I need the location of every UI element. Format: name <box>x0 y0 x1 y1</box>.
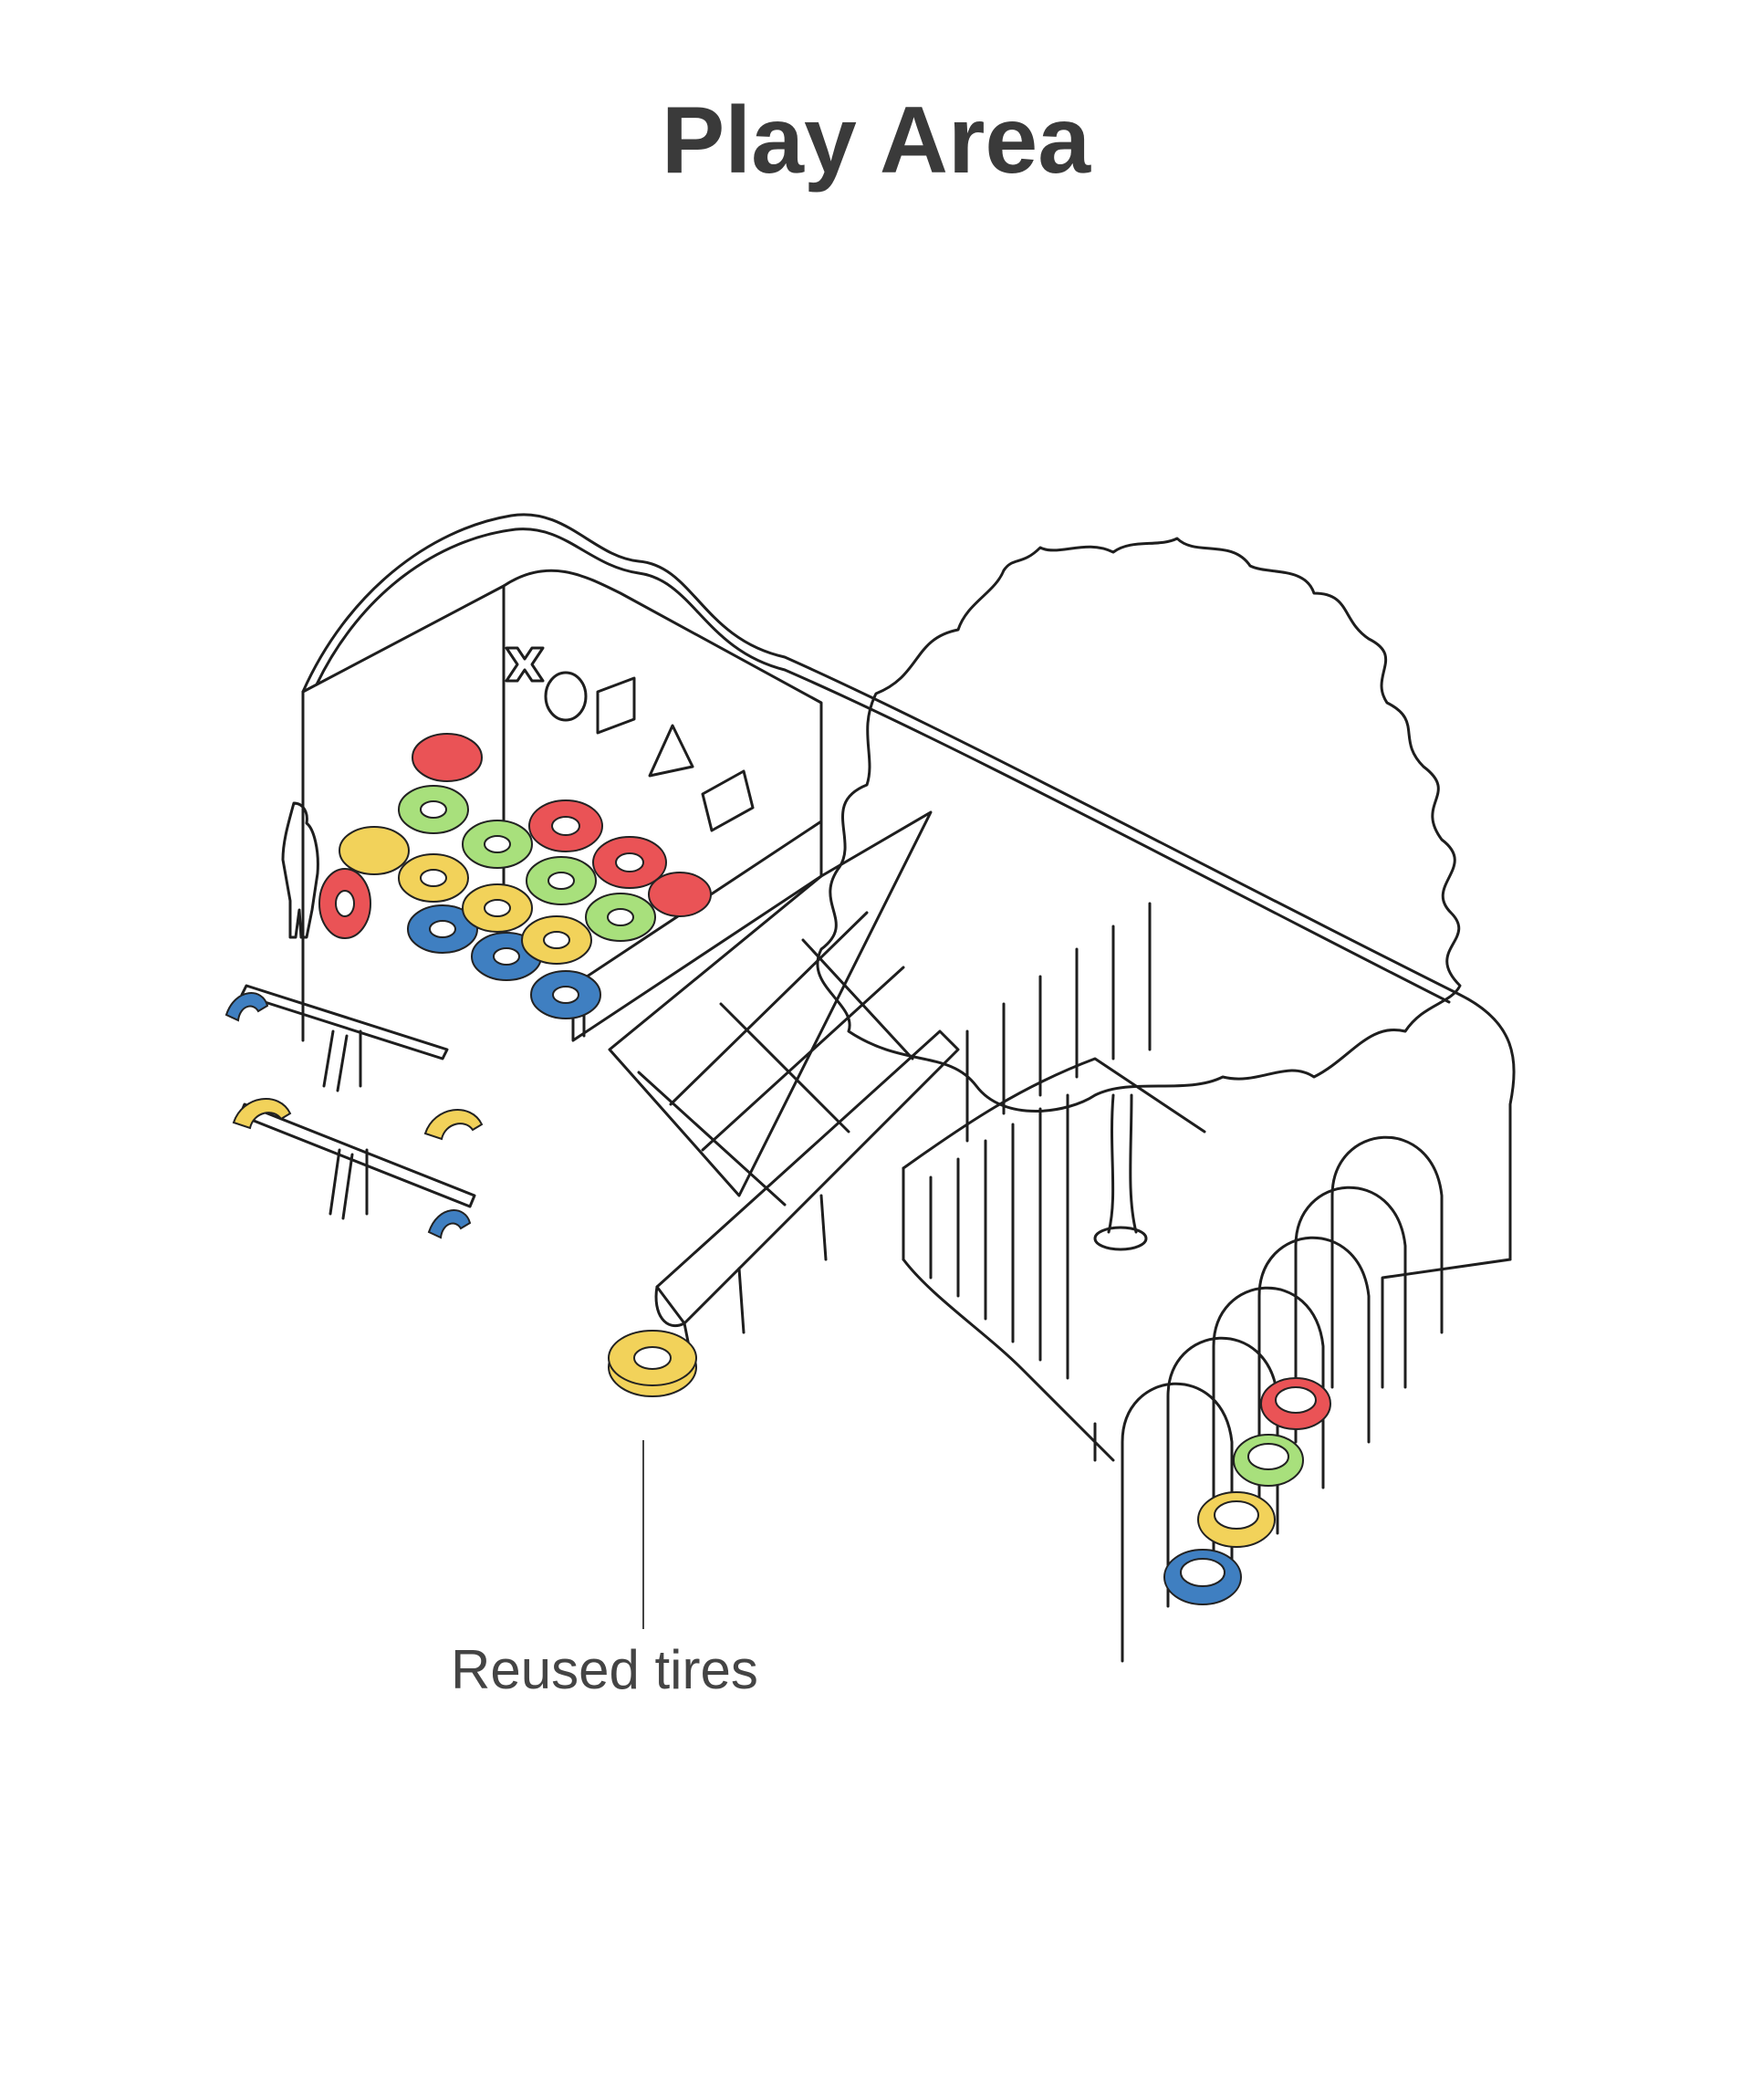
reused-tire <box>608 1330 697 1397</box>
swing-tires <box>1163 1377 1331 1605</box>
seesaw-seats <box>224 992 484 1239</box>
wall-shapes <box>505 646 755 832</box>
tire-stack <box>318 733 712 1019</box>
person-silhouette <box>281 801 319 939</box>
back-wall <box>301 513 1516 1261</box>
slide <box>654 1029 960 1371</box>
fence <box>902 902 1206 1462</box>
page-title: Play Area <box>661 88 1091 193</box>
callout-label: Reused tires <box>451 1639 758 1700</box>
climbing-net <box>608 810 933 1207</box>
monkey-bars <box>1121 1135 1512 1663</box>
tree <box>816 537 1462 1251</box>
